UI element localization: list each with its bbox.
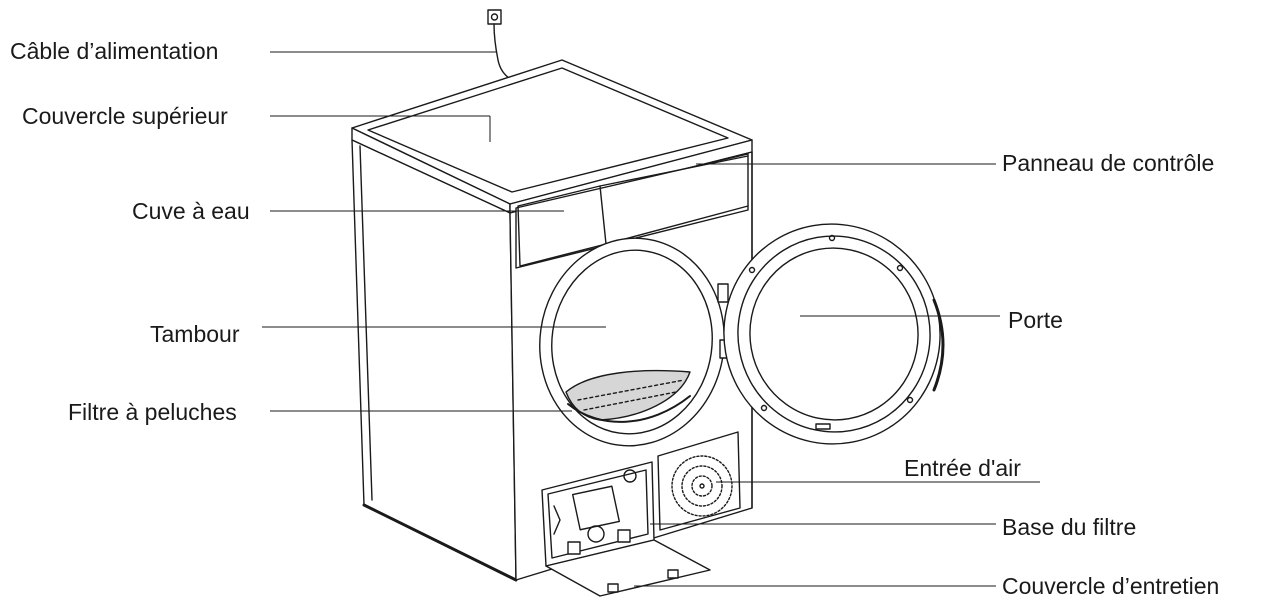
power-plug-icon [487, 9, 502, 25]
service-cover [545, 539, 711, 597]
lint-filter [567, 395, 691, 423]
air-inlet [657, 431, 741, 531]
label-filter-base: Base du filtre [1002, 514, 1137, 540]
label-service-cover: Couvercle d’entretien [1002, 573, 1220, 599]
label-control-panel: Panneau de contrôle [1002, 150, 1215, 176]
drum [539, 237, 725, 447]
side-panel [351, 139, 518, 582]
label-power-cable: Câble d’alimentation [10, 38, 219, 64]
label-top-cover: Couvercle supérieur [22, 103, 228, 129]
filter-base [541, 461, 655, 567]
label-drum: Tambour [150, 321, 240, 347]
door [723, 223, 945, 445]
label-water-tank: Cuve à eau [132, 198, 250, 224]
label-air-inlet: Entrée d'air [904, 455, 1021, 481]
label-lint-filter: Filtre à peluches [68, 399, 237, 425]
power-cable [493, 23, 513, 81]
label-door: Porte [1008, 307, 1063, 333]
